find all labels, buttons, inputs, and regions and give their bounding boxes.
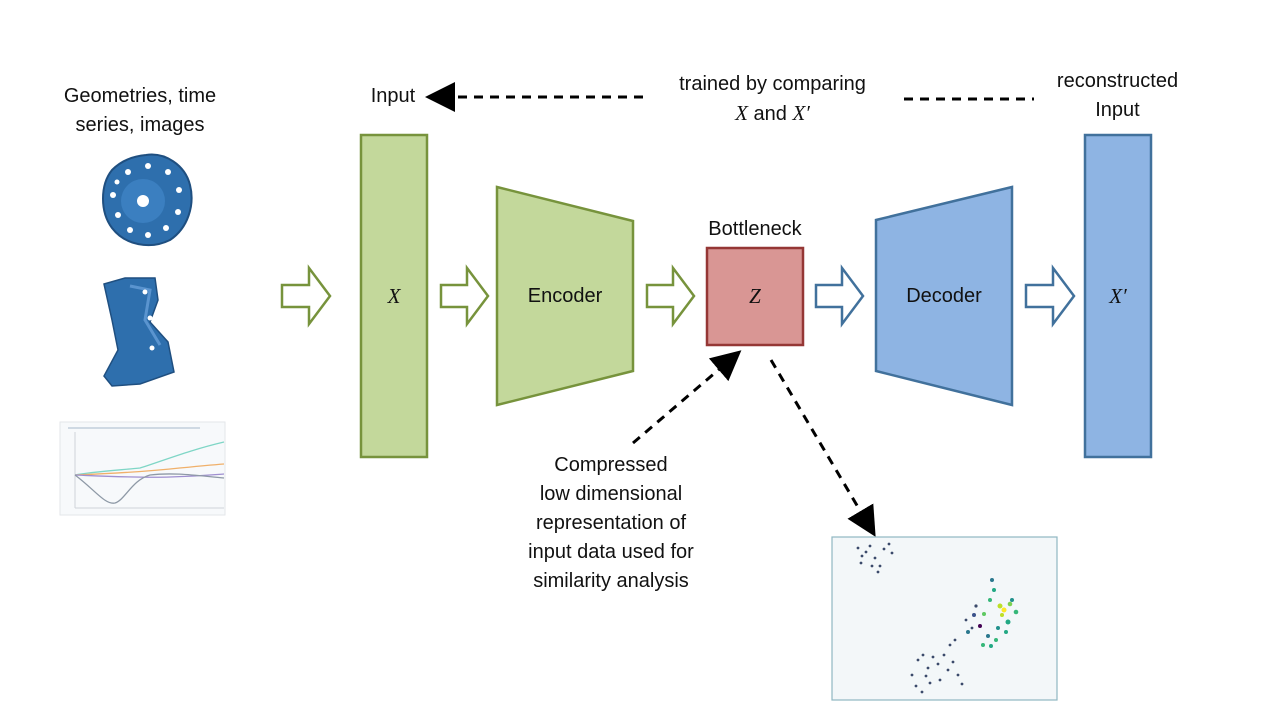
reconstructed-caption: reconstructed Input xyxy=(1040,67,1195,125)
annotation-line3: representation of xyxy=(535,512,687,534)
wheel-rim-icon xyxy=(102,153,193,247)
annotation-line5: similarity analysis xyxy=(533,570,689,592)
sources-caption-line1: Geometries, time xyxy=(63,85,217,107)
training-and-word: and xyxy=(753,103,787,125)
reconstructed-caption-line2: Input xyxy=(1095,99,1140,121)
reconstructed-caption-line1: reconstructed xyxy=(1056,70,1179,92)
encoder-block xyxy=(495,185,635,407)
output-block xyxy=(1083,133,1153,459)
training-caption-line2: X and X′ xyxy=(650,99,895,129)
decoder-label: Decoder xyxy=(906,285,982,307)
bottleneck-title: Bottleneck xyxy=(708,218,802,240)
flow-arrow-3 xyxy=(645,264,696,328)
flow-arrow-4 xyxy=(814,264,865,328)
training-xprime-symbol: X′ xyxy=(792,101,810,125)
training-caption: trained by comparing X and X′ xyxy=(650,70,895,129)
annotation-line1: Compressed xyxy=(554,454,668,476)
sheet-metal-part-icon xyxy=(103,277,175,387)
latent-dashed-arrow xyxy=(769,359,876,537)
input-block xyxy=(359,133,429,459)
encoder-label: Encoder xyxy=(527,285,603,307)
bottleneck-z-symbol: Z xyxy=(749,284,761,308)
training-x-symbol: X xyxy=(735,101,748,125)
input-top-label: Input xyxy=(370,85,416,107)
annotation-dashed-arrow xyxy=(632,350,742,445)
training-caption-line1: trained by comparing xyxy=(679,73,866,95)
time-series-thumbnail xyxy=(59,421,226,516)
bottleneck-annotation: Compressed low dimensional representatio… xyxy=(495,451,727,596)
decoder-block xyxy=(874,185,1014,407)
annotation-line2: low dimensional xyxy=(539,483,683,505)
output-xprime-symbol: X′ xyxy=(1109,284,1127,308)
sources-caption-line2: series, images xyxy=(75,114,205,136)
flow-arrow-1 xyxy=(280,264,332,328)
input-x-symbol: X xyxy=(387,284,401,308)
flow-arrow-2 xyxy=(439,264,490,328)
flow-arrow-5 xyxy=(1024,264,1076,328)
bottleneck-block xyxy=(705,246,805,347)
latent-scatter-thumbnail xyxy=(831,536,1058,701)
sources-caption: Geometries, time series, images xyxy=(40,82,240,140)
annotation-line4: input data used for xyxy=(528,541,694,563)
